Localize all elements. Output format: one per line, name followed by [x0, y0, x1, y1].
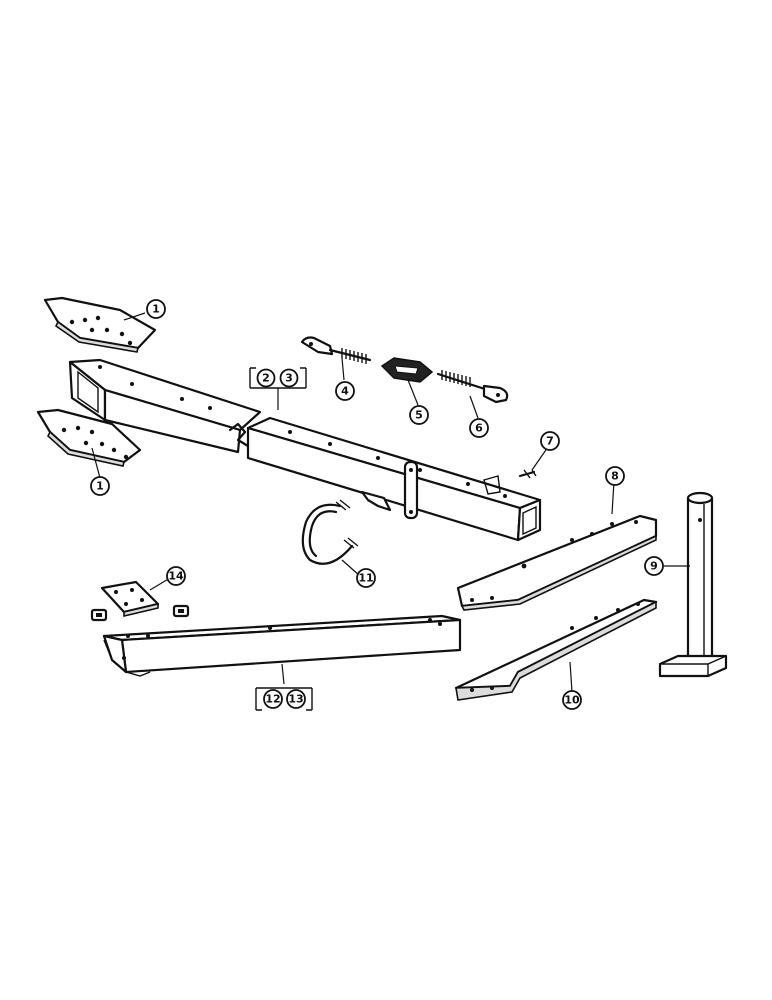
callout-11: 11 [356, 568, 376, 588]
callout-6-label: 6 [475, 422, 483, 435]
turnbuckle-eye-bolt-right [436, 370, 509, 404]
callout-8-label: 8 [611, 470, 619, 483]
angle-rail-upper [456, 514, 658, 611]
callout-3-label: 3 [285, 372, 293, 385]
callout-12-label: 12 [265, 693, 280, 706]
mounting-plate-lower [36, 408, 142, 467]
callout-8: 8 [605, 466, 625, 486]
callout-2-label: 2 [262, 372, 270, 385]
main-tube-left-section [68, 358, 262, 454]
callout-11-label: 11 [358, 572, 373, 585]
callout-4: 4 [335, 381, 355, 401]
callout-1-lower-label: 1 [96, 480, 104, 493]
callout-7: 7 [540, 431, 560, 451]
callout-12-13-bracket: 12 13 [255, 687, 313, 711]
callout-2-3-bracket: 2 3 [249, 367, 307, 389]
callout-1-upper: 1 [146, 299, 166, 319]
angle-rail-lower [454, 598, 658, 701]
square-plate-and-nuts [90, 580, 190, 622]
u-bolt [301, 499, 359, 565]
lower-beam [102, 614, 462, 677]
callout-10-label: 10 [564, 694, 580, 707]
leader-lines [91, 312, 690, 693]
callout-1-upper-label: 1 [152, 303, 160, 316]
callout-5: 5 [409, 405, 429, 425]
callout-14-label: 14 [168, 570, 184, 583]
callout-5-label: 5 [415, 409, 423, 422]
callout-9-label: 9 [650, 560, 658, 573]
post-stand [658, 491, 728, 678]
callout-9: 9 [644, 556, 664, 576]
callout-13-label: 13 [288, 693, 303, 706]
mounting-plate-upper [43, 296, 157, 353]
turnbuckle-eye-bolt-left [300, 336, 372, 364]
callout-6: 6 [469, 418, 489, 438]
main-tube-right-section [246, 416, 542, 542]
callout-7-label: 7 [546, 435, 554, 448]
callout-1-lower: 1 [90, 476, 110, 496]
turnbuckle-body [380, 357, 434, 383]
callout-4-label: 4 [341, 385, 349, 398]
callout-14: 14 [166, 566, 186, 586]
callout-10: 10 [562, 690, 582, 710]
clevis-pin [518, 469, 537, 479]
